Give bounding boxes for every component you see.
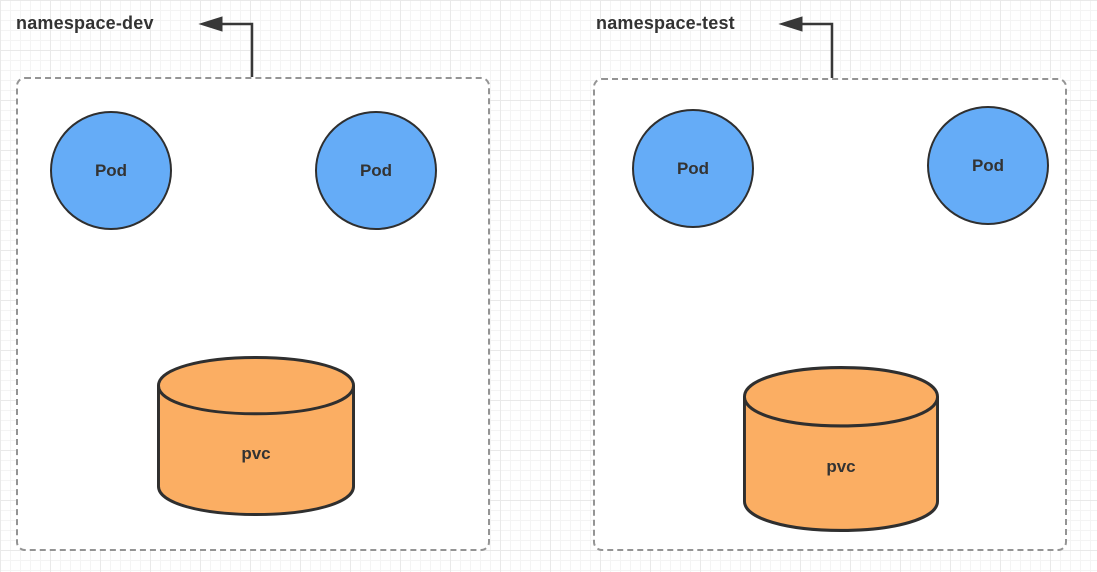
pod-label: Pod: [94, 160, 128, 180]
namespace-test-pointer-arrow-icon[interactable]: [778, 15, 836, 79]
pod-label: Pod: [359, 160, 393, 180]
pod-circle[interactable]: Pod: [927, 106, 1049, 225]
namespace-dev-pointer-arrow-icon[interactable]: [198, 15, 256, 79]
namespace-dev-label[interactable]: namespace-dev: [16, 13, 154, 33]
pod-circle[interactable]: Pod: [315, 111, 437, 230]
pvc-label: pvc: [826, 457, 856, 477]
pod-label: Pod: [971, 155, 1005, 175]
namespace-test-label[interactable]: namespace-test: [596, 13, 735, 33]
pod-circle[interactable]: Pod: [50, 111, 172, 230]
pvc-label: pvc: [241, 443, 271, 463]
pod-circle[interactable]: Pod: [632, 109, 754, 228]
arrow-head-icon: [198, 16, 223, 32]
pvc-cylinder[interactable]: pvc: [157, 356, 355, 516]
pvc-cylinder[interactable]: pvc: [743, 366, 939, 532]
cylinder-shape-icon: [743, 366, 939, 532]
namespace-test-container[interactable]: Pod Pod pvc: [593, 78, 1067, 551]
cylinder-shape-icon: [157, 356, 355, 516]
arrow-head-icon: [778, 16, 803, 32]
pod-label: Pod: [676, 158, 710, 178]
namespace-dev-container[interactable]: Pod Pod pvc: [16, 77, 490, 551]
